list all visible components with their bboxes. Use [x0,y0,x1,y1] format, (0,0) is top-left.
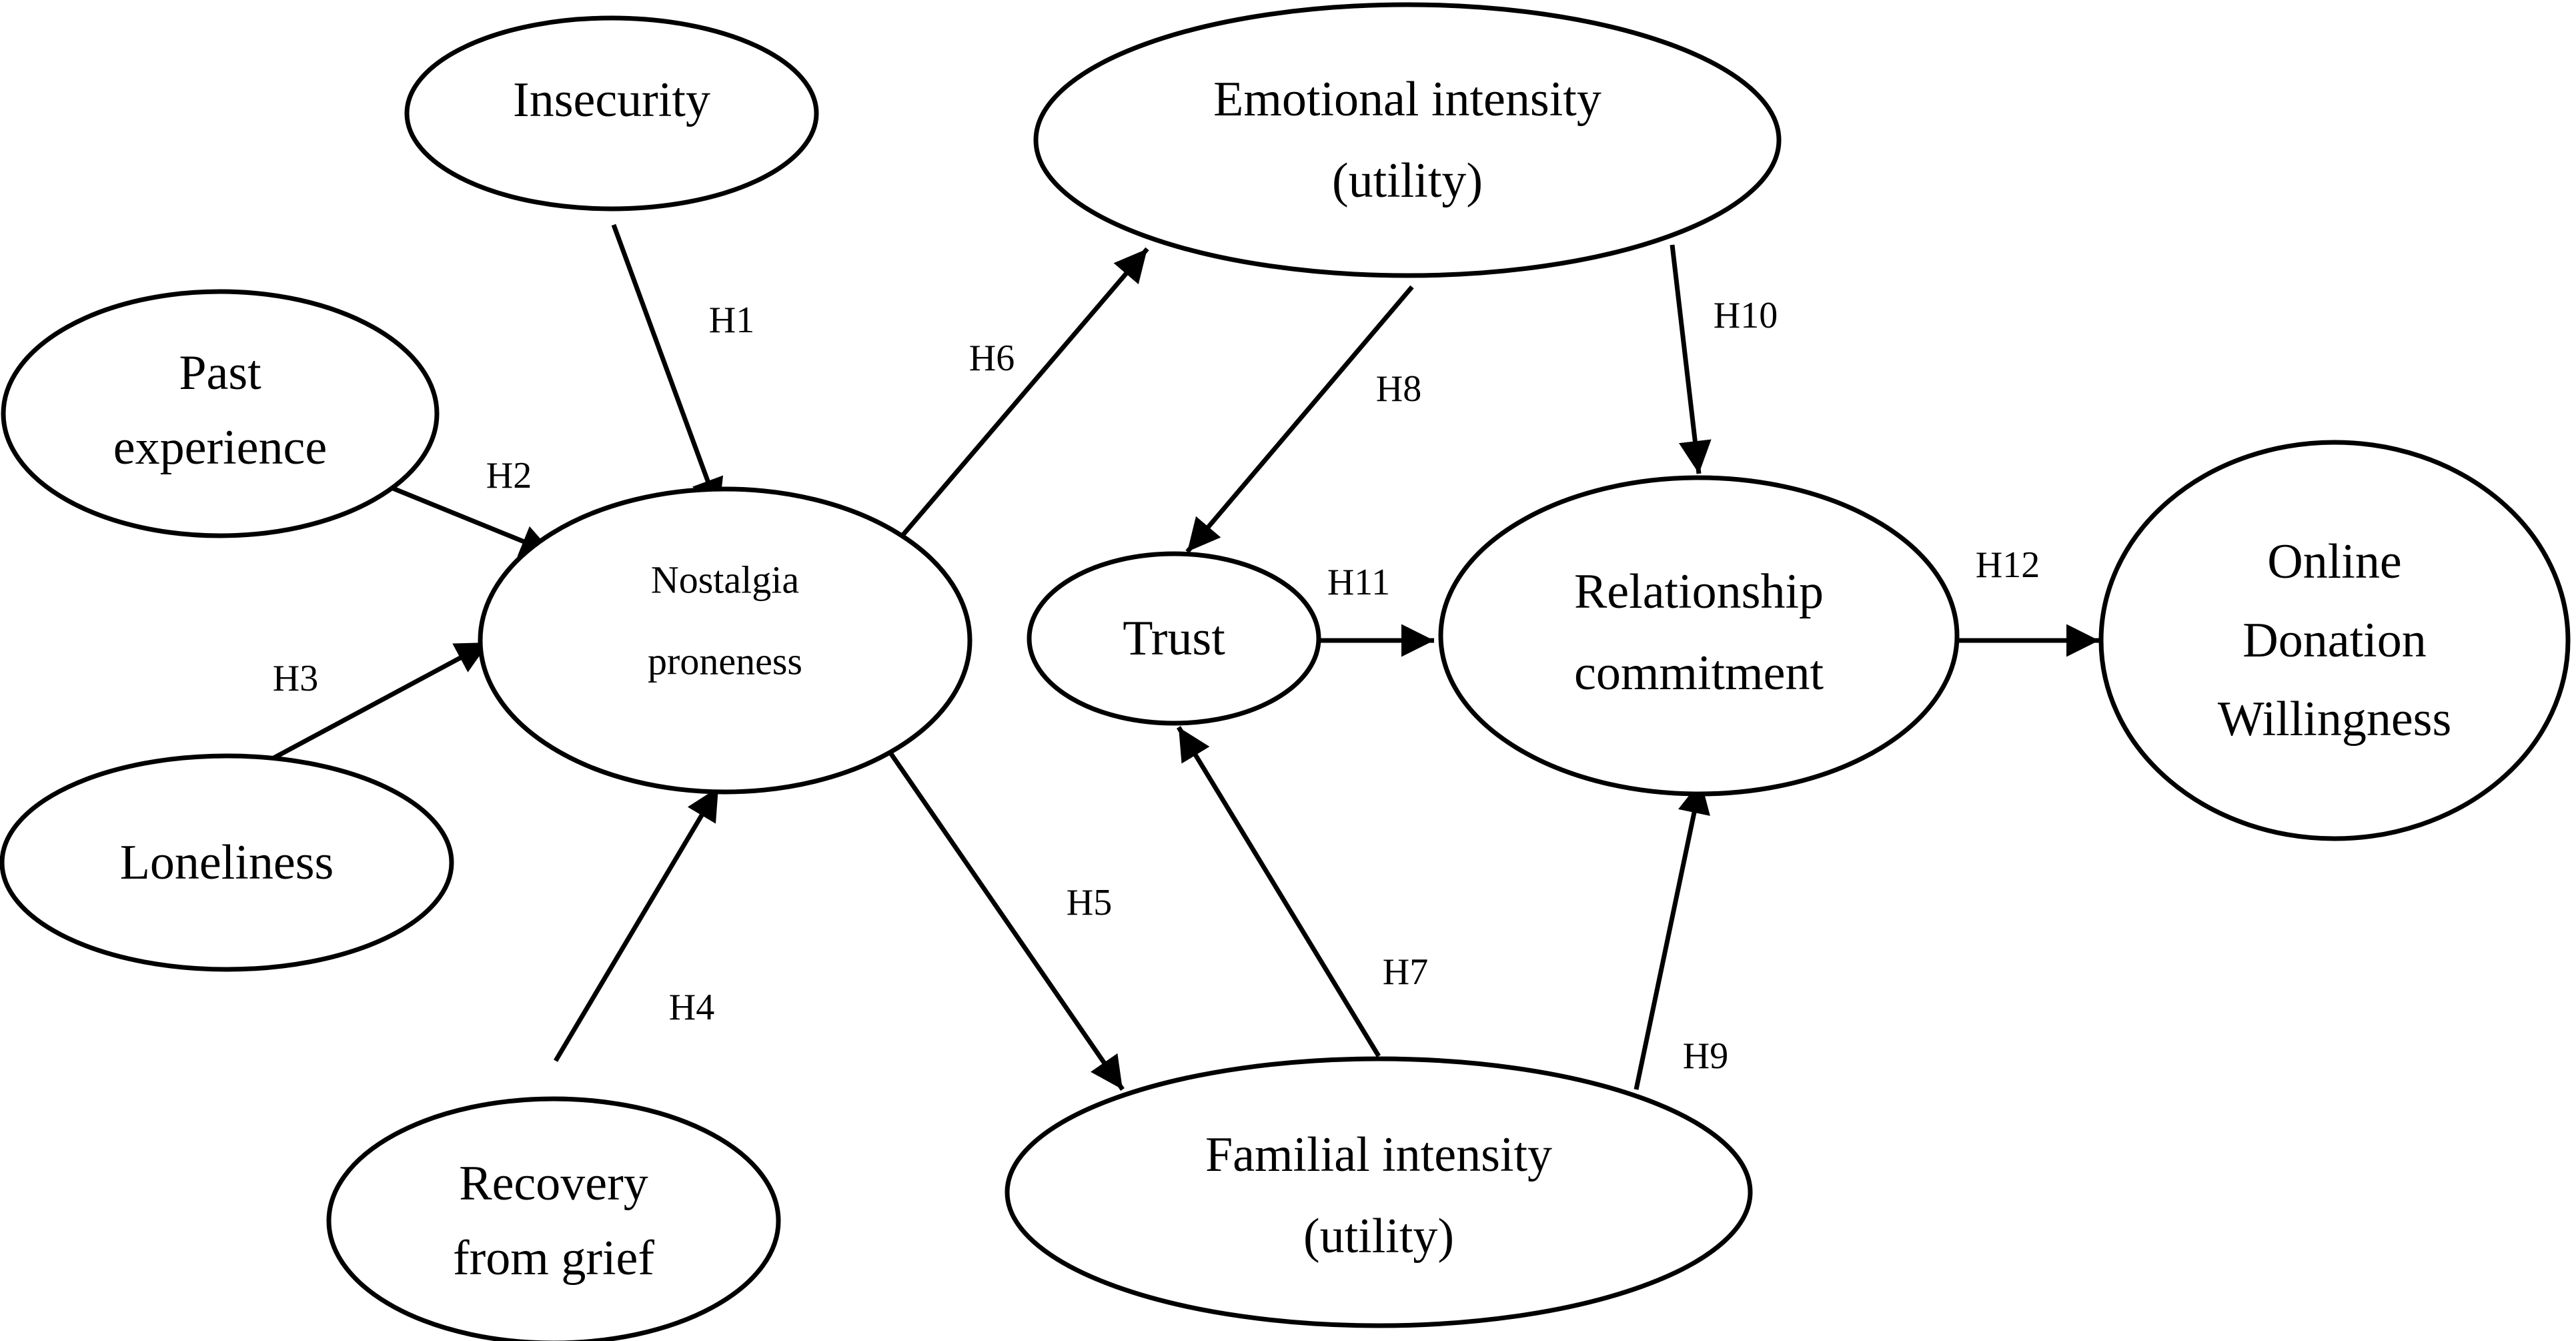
node-relationship-commitment-ellipse [1438,475,1960,797]
edge-h10-arrow [1670,244,1712,474]
edge-h4-arrow [553,786,721,1062]
node-loneliness: Loneliness [0,753,454,972]
edge-h12-label: H12 [1976,544,2040,586]
node-emotional-intensity-ellipse [1033,2,1782,278]
edge-h7-label: H7 [1383,951,1428,993]
edge-h3-label: H3 [273,658,318,699]
node-online-donation-willingness-ellipse [2098,440,2571,841]
node-relationship-commitment-label-line-2: commitment [1574,646,1824,701]
node-nostalgia-proneness-label-line-2: proneness [648,640,802,683]
edge-h8-arrow [1185,285,1414,554]
edge-h5-label: H5 [1067,882,1112,923]
edge-h6-arrow [883,247,1149,558]
node-past-experience-label-line-2: experience [113,420,327,475]
node-trust-ellipse [1027,551,1321,726]
node-familial-intensity: Familial intensity (utility) [1005,1056,1753,1328]
edge-h5-arrow [883,744,1125,1091]
node-past-experience: Past experience [1,289,440,538]
edge-h1-arrow [611,223,724,513]
edge-h3-arrow [239,640,490,779]
node-loneliness-label-line-1: Loneliness [120,835,334,890]
node-familial-intensity-label-line-2: (utility) [1303,1209,1454,1264]
node-emotional-intensity: Emotional intensity (utility) [1033,2,1782,278]
edge-h9-arrow [1634,780,1710,1090]
node-online-donation-willingness-label-line-1: Online [2267,534,2401,589]
node-relationship-commitment: Relationship commitment [1438,475,1960,797]
node-relationship-commitment-label-line-1: Relationship [1574,564,1824,619]
node-past-experience-ellipse [1,289,440,538]
node-recovery-from-grief: Recovery from grief [326,1096,781,1341]
node-past-experience-label-line-1: Past [179,346,261,400]
node-familial-intensity-label-line-1: Familial intensity [1205,1128,1552,1182]
edge-h9-label: H9 [1683,1035,1728,1077]
node-online-donation-willingness-label-line-2: Donation [2242,613,2426,668]
edge-h2-arrow [377,480,555,557]
node-online-donation-willingness-label-line-3: Willingness [2218,692,2452,747]
edge-h1-label: H1 [709,300,754,341]
node-trust-label-line-1: Trust [1123,611,1225,666]
node-insecurity-ellipse [404,15,819,211]
node-familial-intensity-ellipse [1005,1056,1753,1328]
node-emotional-intensity-label-line-2: (utility) [1332,153,1483,208]
node-trust: Trust [1027,551,1321,726]
node-nostalgia-proneness-label-line-1: Nostalgia [651,558,799,602]
node-loneliness-ellipse [0,753,454,972]
edge-h11-label: H11 [1327,562,1390,603]
node-insecurity-label-line-1: Insecurity [513,73,710,127]
node-recovery-from-grief-label-line-1: Recovery [459,1156,648,1211]
node-insecurity: Insecurity [404,15,819,211]
edge-h7-arrow [1177,726,1381,1057]
node-recovery-from-grief-ellipse [326,1096,781,1341]
node-recovery-from-grief-label-line-2: from grief [453,1231,654,1286]
edge-h8-label: H8 [1376,368,1421,410]
edge-h4-label: H4 [669,987,714,1028]
node-nostalgia-proneness: Nostalgia proneness [478,486,973,795]
node-nostalgia-proneness-ellipse [478,486,973,795]
edge-h10-label: H10 [1714,295,1778,336]
edges-layer [239,223,2099,1091]
edge-h2-label: H2 [486,455,532,496]
edge-h6-label: H6 [969,338,1015,379]
node-emotional-intensity-label-line-1: Emotional intensity [1213,72,1601,127]
